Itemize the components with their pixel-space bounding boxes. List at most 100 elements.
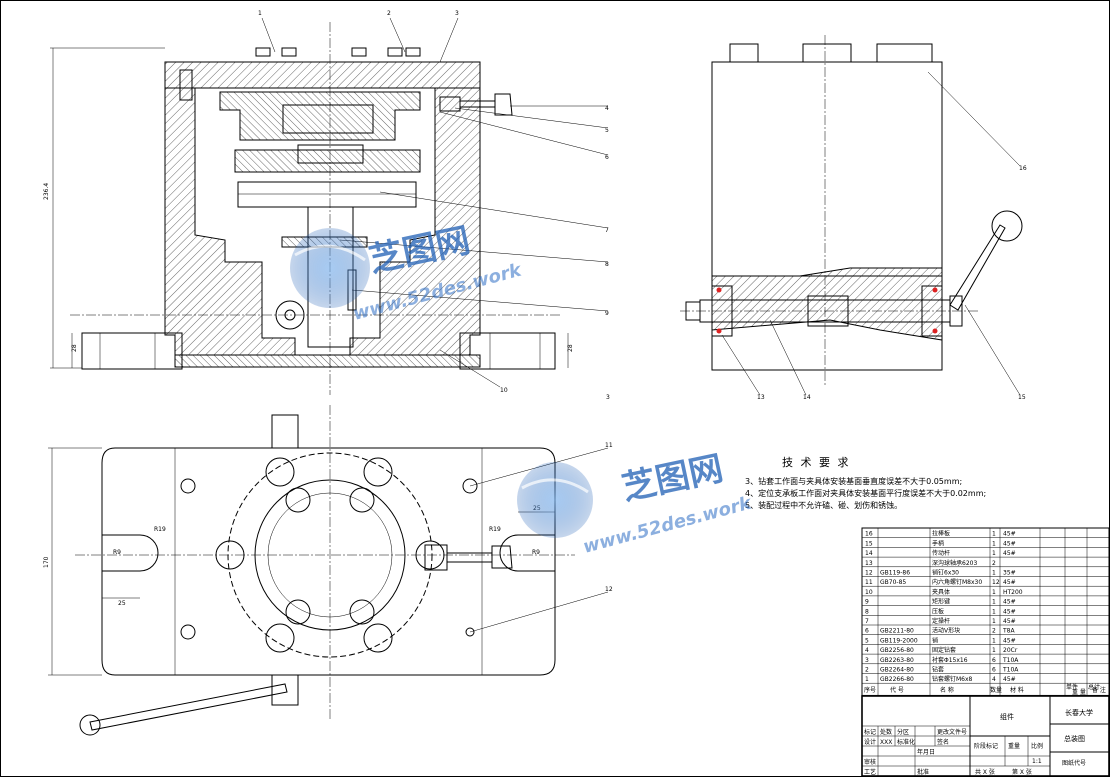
- tb-school: 长春大学: [1065, 708, 1093, 717]
- bom-cell: 1: [992, 570, 996, 577]
- dim-r19-right: R19: [489, 526, 501, 533]
- balloon-7: 7: [605, 227, 609, 234]
- bom-cell: 1: [865, 676, 869, 683]
- bom-cell: 1: [992, 550, 996, 557]
- tb-sheet-total: 共 X 张: [975, 768, 995, 776]
- bom-cell: 深沟球轴承6203: [932, 559, 977, 567]
- bom-header-cell: 材 料: [1010, 686, 1024, 694]
- bom-cell: 1: [992, 608, 996, 615]
- bom-cell: 销钉6x30: [932, 569, 959, 577]
- bom-cell: 45#: [1003, 531, 1016, 538]
- bom-cell: 1: [992, 647, 996, 654]
- bom-cell: 1: [992, 540, 996, 547]
- bom-cell: 20Cr: [1003, 647, 1018, 654]
- bom-cell: GB70-85: [880, 579, 906, 586]
- bom-cell: 钻套: [932, 666, 944, 674]
- bom-header-cell: 名 称: [940, 686, 954, 694]
- side-view: [680, 35, 1023, 396]
- bom-cell: 5: [865, 637, 869, 644]
- bom-cell: 9: [865, 599, 869, 606]
- balloon-11: 11: [605, 442, 613, 449]
- bom-cell: 夹具体: [932, 588, 950, 596]
- bom-header-cell: 备 注: [1092, 686, 1106, 694]
- bom-cell: 7: [865, 618, 869, 625]
- balloon-14: 14: [803, 394, 811, 401]
- tb-zone-label: 分区: [897, 728, 909, 736]
- tb-process-label: 工艺: [864, 768, 876, 776]
- bom-cell: T10A: [1002, 657, 1019, 664]
- dim-25-left: 25: [118, 600, 126, 607]
- dim-r19-left: R19: [154, 526, 166, 533]
- balloon-12: 12: [605, 586, 613, 593]
- bom-cell: 14: [865, 550, 873, 557]
- bom-cell: 13: [865, 560, 873, 567]
- bom-header-cell: 单件: [1066, 683, 1078, 691]
- bom-cell: 6: [865, 628, 869, 635]
- watermark-2-brand: 芝图网: [619, 448, 727, 508]
- bom-cell: 45#: [1003, 637, 1016, 644]
- dim-width-170: 170: [43, 556, 50, 568]
- dim-right-28: 28: [567, 344, 574, 352]
- bom-cell: GB2256-80: [880, 647, 914, 654]
- balloon-3: 3: [455, 10, 459, 17]
- bom-cell: 11: [865, 579, 873, 586]
- bom-cell: 12: [992, 579, 1000, 586]
- bom-cell: 45#: [1003, 579, 1016, 586]
- bom-cell: 手柄: [932, 539, 944, 547]
- balloon-6: 6: [605, 154, 609, 161]
- bom-cell: 1: [992, 599, 996, 606]
- bom-header-cell: 总计: [1088, 683, 1100, 691]
- bom-cell: 45#: [1003, 599, 1016, 606]
- balloon-5: 5: [605, 127, 609, 134]
- bom-cell: 1: [992, 618, 996, 625]
- bom-cell: 12: [865, 570, 873, 577]
- tb-drawing-code: 图纸代号: [1062, 759, 1086, 767]
- tech-req-item-5: 5、装配过程中不允许磕、碰、划伤和锈蚀。: [745, 500, 902, 510]
- bom-cell: GB2211-80: [880, 628, 914, 635]
- main-leaders: [261, 17, 609, 388]
- bom-cell: 钻套螺钉M6x8: [932, 675, 973, 683]
- tb-assembly: 组件: [1000, 712, 1014, 721]
- bom-cell: 1: [992, 531, 996, 538]
- tech-req-item-3: 3、钻套工作面与夹具体安装基面垂直度误差不大于0.05mm;: [745, 476, 962, 486]
- dim-height-total: 236.4: [43, 183, 50, 200]
- tb-change-label: 更改文件号: [937, 728, 967, 736]
- tb-mark-label: 标记: [864, 728, 876, 736]
- bom-cell: 35#: [1003, 570, 1016, 577]
- bom-cell: 10: [865, 589, 873, 596]
- bom-cell: T10A: [1002, 667, 1019, 674]
- tb-date-label: 年月日: [917, 748, 935, 756]
- tech-req-item-4: 4、定位支承板工作面对夹具体安装基面平行度误差不大于0.02mm;: [745, 488, 986, 498]
- tb-count-label: 处数: [880, 728, 892, 736]
- tb-review-label: 审核: [864, 758, 876, 766]
- bom-cell: 定操杆: [932, 617, 950, 625]
- dim-r9-right: R9: [532, 549, 540, 556]
- tb-design-label: 设计: [864, 738, 876, 746]
- bom-cell: 1: [992, 589, 996, 596]
- balloon-2: 2: [387, 10, 391, 17]
- tb-drawing-name: 总装图: [1064, 734, 1085, 743]
- tb-sign-label: 签名: [937, 738, 949, 746]
- bom-cell: 2: [992, 560, 996, 567]
- bom-cell: 矩形键: [932, 598, 950, 606]
- bom-cell: 活动V形块: [932, 627, 960, 635]
- bom-cell: 1: [992, 637, 996, 644]
- dim-r9-left: R9: [113, 549, 121, 556]
- tb-scale-label: 比例: [1031, 742, 1043, 750]
- bom-cell: HT200: [1003, 589, 1023, 596]
- bom-cell: 6: [992, 667, 996, 674]
- bom-cell: 45#: [1003, 676, 1016, 683]
- watermark-2-url: www.52des.work: [581, 492, 755, 557]
- bom-cell: 15: [865, 540, 873, 547]
- watermark-1: [290, 228, 370, 308]
- bom-cell: 45#: [1003, 540, 1016, 547]
- bom-cell: 16: [865, 531, 873, 538]
- bom-cell: 传动杆: [932, 549, 950, 557]
- bom-cell: 45#: [1003, 608, 1016, 615]
- bom-cell: 45#: [1003, 550, 1016, 557]
- bom-cell: 2: [992, 628, 996, 635]
- tech-req-title: 技 术 要 求: [782, 456, 851, 469]
- tb-weight-label: 重量: [1008, 742, 1020, 750]
- bom-cell: 衬套Φ15x16: [932, 656, 968, 664]
